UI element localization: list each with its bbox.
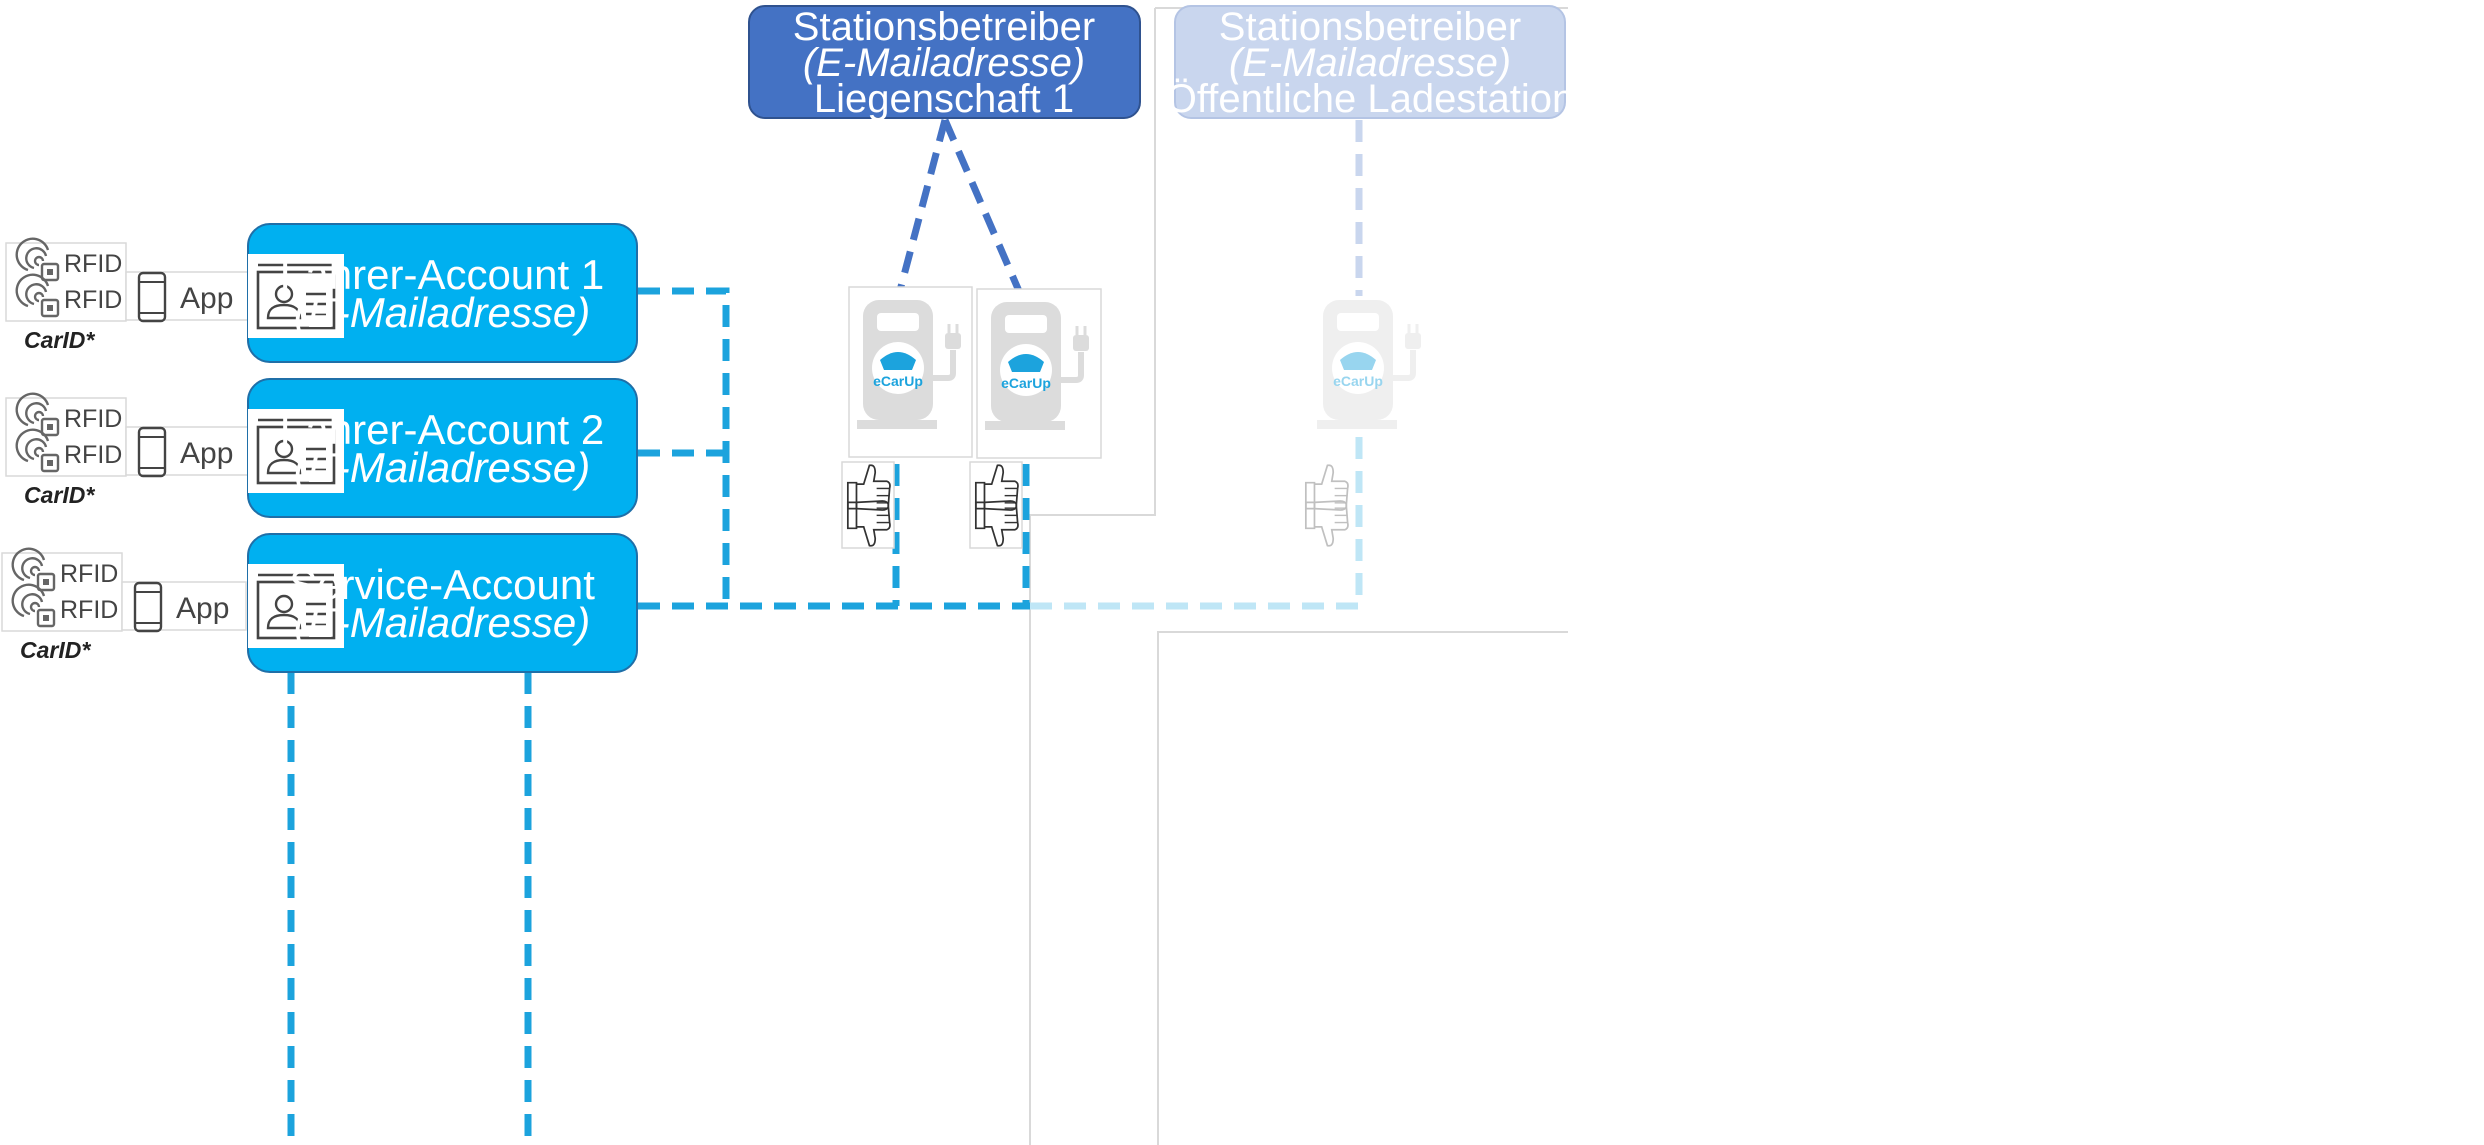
rfid-card-2[interactable]: RFID	[15, 273, 123, 318]
rfid-card-1[interactable]: RFID	[15, 392, 123, 437]
rating-panel-station-2	[969, 461, 1023, 549]
rfid-card-2[interactable]: RFID	[15, 428, 123, 473]
operator-box-2[interactable]: Stationsbetreiber (E-Mailadresse) Öffent…	[1166, 5, 1574, 121]
operator-1-name: Stationsbetreiber	[793, 5, 1095, 49]
account-1-title: Fahrer-Account 1	[280, 251, 604, 298]
operator-2-name: Stationsbetreiber	[1219, 5, 1521, 49]
access-media-account-2: RFID RFID App CarID*	[5, 392, 251, 508]
access-media-account-1: RFID RFID App CarID*	[5, 237, 251, 353]
background-dividers	[1029, 7, 1568, 1145]
rfid-label: RFID	[60, 560, 118, 588]
account-1-email: (E-Mailadresse)	[294, 289, 590, 336]
thumbs-down-icon[interactable]	[1304, 500, 1349, 547]
charging-station-icon: eCarUp	[985, 302, 1089, 430]
rfid-card-1[interactable]: RFID	[15, 237, 123, 282]
rfid-label: RFID	[64, 441, 122, 469]
account-3-email: (E-Mailadresse)	[294, 599, 590, 646]
charging-station-icon: eCarUp	[857, 300, 961, 429]
account-box-3[interactable]: Service-Account (E-Mailadresse)	[246, 533, 638, 673]
charging-station-icon: eCarUp	[1317, 300, 1421, 429]
operator-box-1[interactable]: Stationsbetreiber (E-Mailadresse) Liegen…	[748, 5, 1141, 121]
charging-station-1[interactable]: eCarUp	[848, 286, 973, 458]
app-label: App	[180, 437, 233, 470]
account-links	[287, 287, 1363, 1145]
rfid-label: RFID	[60, 596, 118, 624]
operator-2-email: (E-Mailadresse)	[1229, 41, 1511, 85]
carid-label: CarID*	[24, 327, 95, 353]
rating-panel-station-3	[1304, 464, 1349, 547]
app-label: App	[176, 592, 229, 625]
operator-2-label: Öffentliche Ladestation	[1166, 77, 1574, 121]
app-access[interactable]: App	[137, 426, 233, 478]
station-2-logo: eCarUp	[1001, 375, 1051, 391]
station-3-logo: eCarUp	[1333, 373, 1383, 389]
operator-1-email: (E-Mailadresse)	[803, 41, 1085, 85]
charging-station-3[interactable]: eCarUp	[1317, 300, 1421, 429]
app-access[interactable]: App	[137, 271, 233, 323]
app-label: App	[180, 282, 233, 315]
charging-station-2[interactable]: eCarUp	[976, 288, 1102, 459]
account-2-email: (E-Mailadresse)	[294, 444, 590, 491]
carid-label: CarID*	[20, 637, 91, 663]
access-media-account-3: RFID RFID App CarID*	[1, 547, 247, 663]
carid-label: CarID*	[24, 482, 95, 508]
account-3-title: Service-Account	[289, 561, 595, 608]
app-access[interactable]: App	[133, 581, 229, 633]
station-1-logo: eCarUp	[873, 373, 923, 389]
operator-link-station-1	[894, 119, 949, 299]
account-2-title: Fahrer-Account 2	[280, 406, 604, 453]
thumbs-up-icon[interactable]	[1304, 464, 1349, 511]
operator-links	[894, 118, 1363, 300]
rfid-label: RFID	[64, 250, 122, 278]
operator-1-label: Liegenschaft 1	[814, 77, 1074, 121]
rfid-card-1[interactable]: RFID	[11, 547, 119, 592]
rating-panel-station-1	[841, 461, 895, 549]
rfid-card-2[interactable]: RFID	[11, 583, 119, 628]
rfid-label: RFID	[64, 405, 122, 433]
account-box-1[interactable]: Fahrer-Account 1 (E-Mailadresse)	[246, 223, 638, 363]
rfid-label: RFID	[64, 286, 122, 314]
operator-link-station-2	[941, 118, 1026, 300]
account-box-2[interactable]: Fahrer-Account 2 (E-Mailadresse)	[246, 378, 638, 518]
